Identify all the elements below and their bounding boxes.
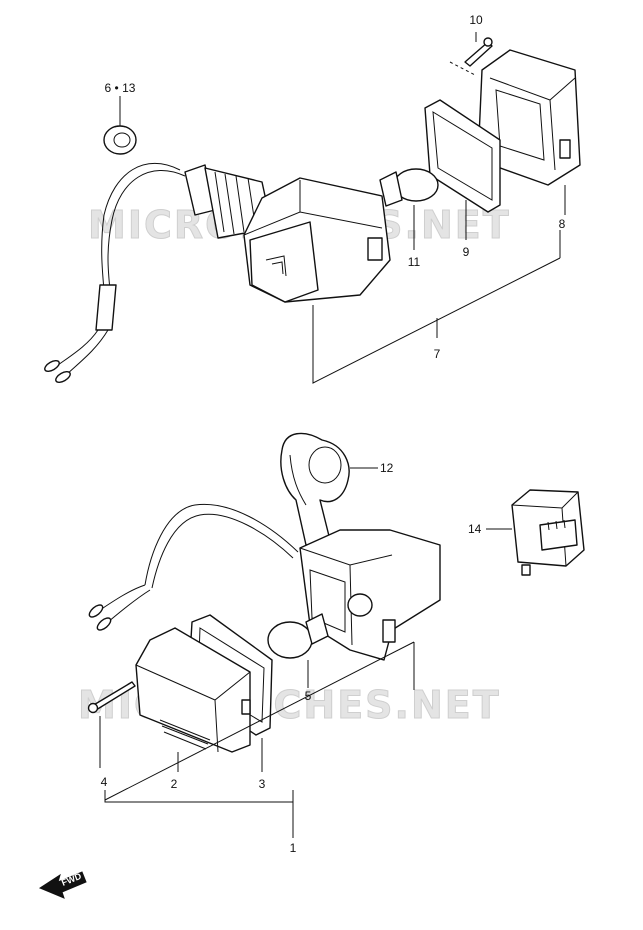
connector-terminal xyxy=(88,604,104,618)
top-leader-lines xyxy=(119,32,566,384)
callout-4: 4 xyxy=(101,775,108,789)
rear-housing-clip xyxy=(382,619,396,643)
callout-9: 9 xyxy=(463,245,470,259)
bottom-leader-lines xyxy=(99,467,512,838)
bulb-5 xyxy=(267,621,313,659)
wire-harness-bottom xyxy=(144,503,299,586)
connector-terminal xyxy=(96,617,112,631)
front-turn-signal-assembly xyxy=(44,37,581,383)
callout-11: 11 xyxy=(408,255,421,269)
relay-tab xyxy=(521,564,531,576)
callout-2: 2 xyxy=(171,777,178,791)
lens-2-clip xyxy=(241,699,251,715)
lens-front xyxy=(249,221,319,303)
bulb-5-base xyxy=(305,613,329,645)
connector-terminal xyxy=(55,371,71,383)
connector-terminal xyxy=(44,360,60,372)
socket xyxy=(347,593,373,617)
callout-10: 10 xyxy=(469,13,483,27)
callout-5: 5 xyxy=(305,689,312,703)
callout-8: 8 xyxy=(559,217,566,231)
rear-housing xyxy=(299,529,441,661)
lens-clip xyxy=(559,139,571,159)
wire-harness-top xyxy=(107,170,186,291)
fwd-arrow-icon: FWD xyxy=(38,871,87,899)
callout-14: 14 xyxy=(468,522,482,536)
bracket-12 xyxy=(280,432,350,546)
wire-sleeve xyxy=(95,284,117,331)
relay-connector xyxy=(539,519,578,551)
nut-6-13 xyxy=(103,125,137,155)
callout-3: 3 xyxy=(259,777,266,791)
bulb-base xyxy=(379,171,403,207)
callout-7: 7 xyxy=(434,347,441,361)
callout-1: 1 xyxy=(290,841,297,855)
callout-6-13: 6 • 13 xyxy=(105,81,136,95)
rear-turn-signal-assembly xyxy=(87,432,585,753)
callout-12: 12 xyxy=(380,461,394,475)
screw-10 xyxy=(464,41,493,67)
housing-clip xyxy=(367,237,383,261)
